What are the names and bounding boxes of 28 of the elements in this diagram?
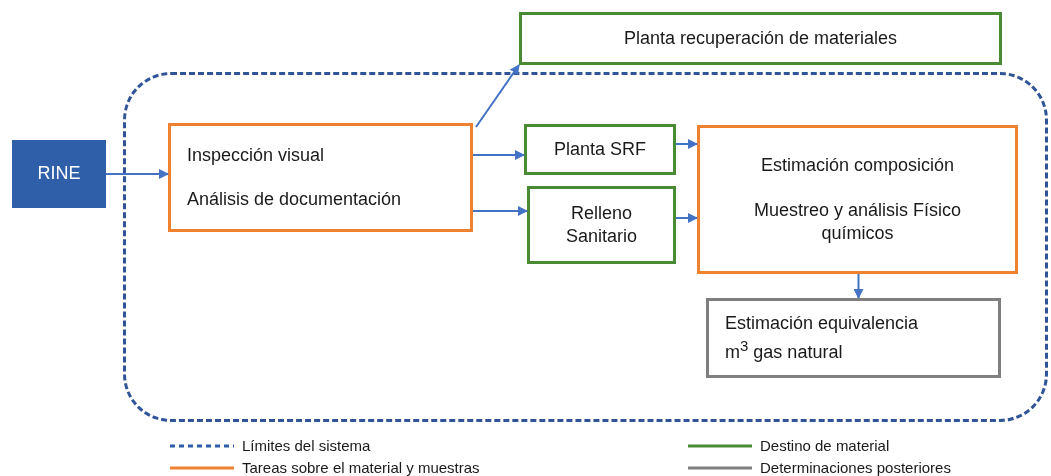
legend-label: Destino de material xyxy=(760,438,890,453)
legend-label: Límites del sistema xyxy=(242,438,371,453)
destination-box xyxy=(519,12,1002,65)
arrow xyxy=(675,139,698,149)
input-box xyxy=(12,140,106,208)
task-box xyxy=(168,123,473,232)
node-label: Muestreo y análisis Físico químicos xyxy=(752,198,963,245)
determination-box xyxy=(706,298,1001,378)
destination-box xyxy=(524,124,676,175)
arrow xyxy=(472,150,525,160)
node-label: Análisis de documentación xyxy=(187,187,403,211)
legend-label: Determinaciones posteriores xyxy=(760,460,951,475)
node-label: Relleno Sanitario xyxy=(564,201,638,248)
destination-box xyxy=(527,186,676,264)
system-boundary xyxy=(123,72,1048,422)
input-label: RINE xyxy=(36,162,82,186)
arrow xyxy=(475,64,520,128)
arrow xyxy=(472,206,528,216)
arrow xyxy=(105,169,169,179)
arrow xyxy=(675,213,698,223)
task-box xyxy=(697,125,1018,274)
arrow xyxy=(853,273,864,299)
node-label: Planta SRF xyxy=(552,137,647,161)
legend-label: Tareas sobre el material y muestras xyxy=(242,460,480,475)
node-label: Estimación equivalencia m$^{3}$ gas natural xyxy=(725,312,920,364)
node-label: Inspección visual xyxy=(187,144,326,168)
node-label: Planta recuperación de materiales xyxy=(622,26,899,50)
node-label: Estimación composición xyxy=(759,153,956,177)
